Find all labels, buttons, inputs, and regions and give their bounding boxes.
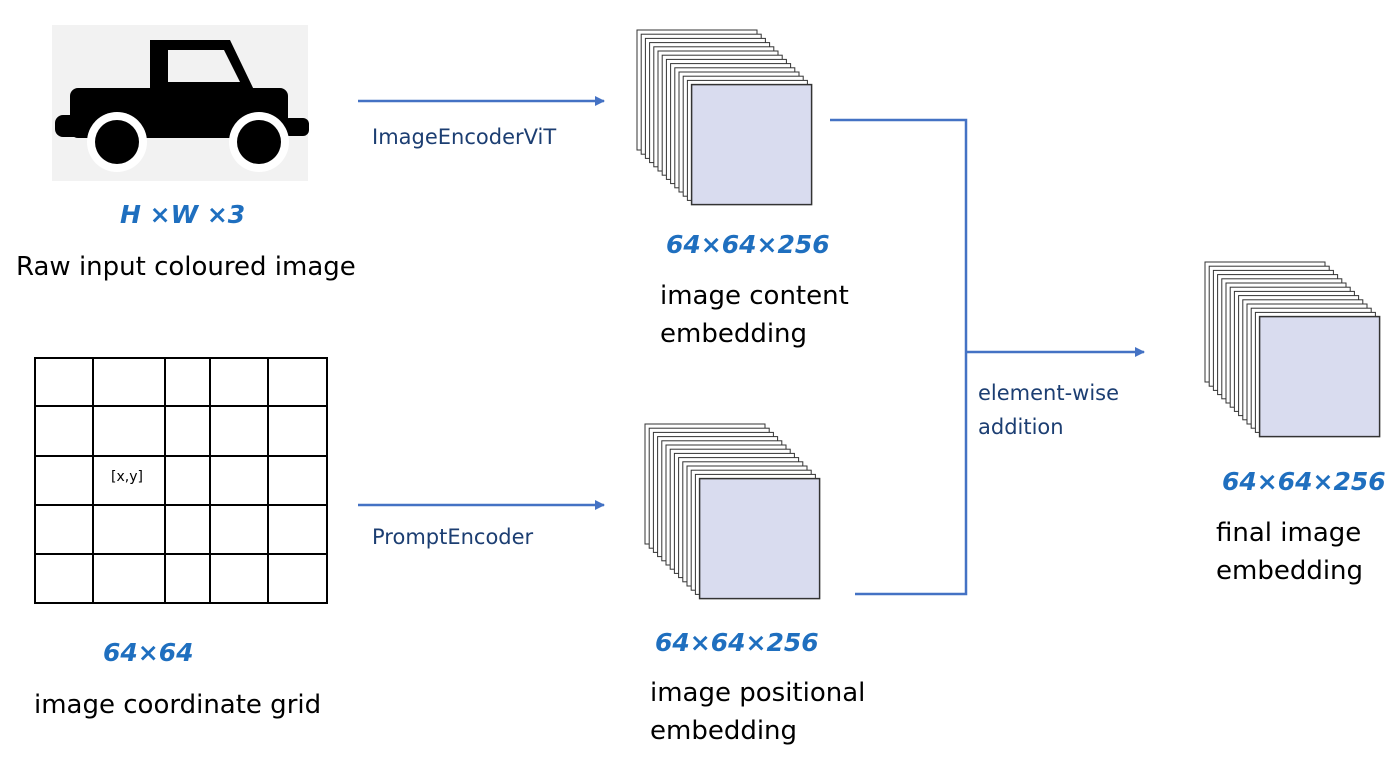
final-embedding-dimension: 64×64×256 [1222,467,1386,496]
grid-caption: image coordinate grid [34,690,322,720]
truck-window [168,50,240,82]
image-encoder-label: ImageEncoderViT [372,125,557,149]
grid-cell-label: [x,y] [111,469,143,485]
raw-input-image [52,25,309,181]
final-embedding-caption-line2: embedding [1216,556,1364,586]
input-image-caption: Raw input coloured image [16,252,356,282]
input-image-dimension: H ×W ×3 [120,200,246,229]
content-embedding-stack [636,29,813,206]
content-embedding-caption-line1: image content [660,281,849,311]
grid-dimension: 64×64 [103,638,194,667]
content-embedding-caption-line2: embedding [660,319,808,349]
positional-embedding-stack [644,423,821,600]
positional-embedding-dimension: 64×64×256 [655,628,819,657]
feature-map-front [690,83,813,206]
final-embedding-caption-line1: final image [1216,518,1362,548]
final-embedding-stack [1204,261,1381,438]
element-wise-label-line2: addition [978,415,1064,439]
content-embedding-dimension: 64×64×256 [666,230,830,259]
feature-map-front [698,477,821,600]
feature-map-front [1258,315,1381,438]
prompt-encoder-label: PromptEncoder [372,525,534,549]
content-connector-line [830,118,968,352]
coordinate-grid [34,357,328,604]
positional-embedding-caption-line2: embedding [650,716,798,746]
element-wise-label-line1: element-wise [978,381,1120,405]
positional-connector-line [855,352,968,596]
positional-embedding-caption-line1: image positional [650,678,866,708]
